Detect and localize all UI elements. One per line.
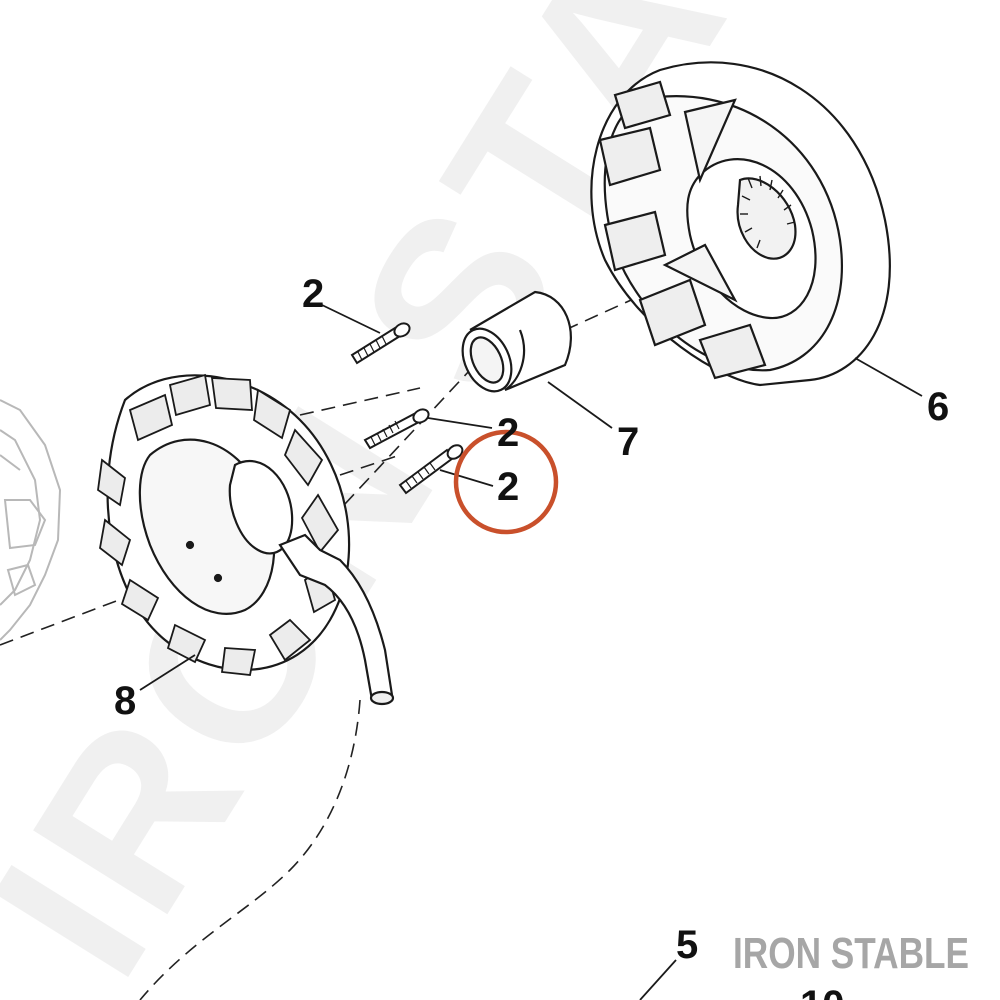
bolt-lower [398, 444, 464, 495]
callout-labels: 2 2 2 6 7 8 5 10 [114, 272, 949, 1000]
callout-2-lower: 2 [497, 465, 519, 509]
engine-case-partial [0, 399, 62, 641]
callout-6: 6 [927, 385, 949, 429]
callout-7: 7 [617, 420, 639, 464]
callout-5: 5 [676, 923, 698, 967]
highlight-circle [453, 429, 559, 535]
rotor-assembly [590, 61, 891, 387]
stator-assembly [97, 373, 395, 706]
callout-8: 8 [114, 679, 136, 723]
bolt-middle [363, 408, 430, 450]
leader-lines [139, 304, 923, 1000]
callout-10: 10 [800, 983, 845, 1000]
callout-2-upper: 2 [302, 272, 324, 316]
callout-2-middle: 2 [497, 411, 519, 455]
spacer-sleeve [461, 290, 572, 393]
brand-watermark: IRON STABLE [733, 929, 969, 978]
bolt-upper [350, 322, 411, 365]
